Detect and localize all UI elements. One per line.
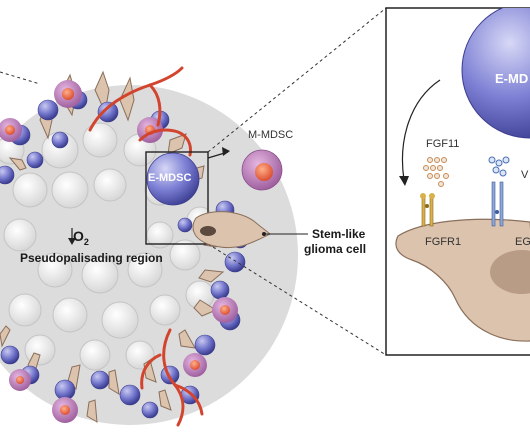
o2-down-arrowhead — [68, 238, 76, 245]
fgfr1-receptor — [420, 193, 435, 227]
stem-like-glioma-cell-zoomed — [395, 218, 530, 342]
stem-like-label-line1: Stem-like — [312, 227, 366, 241]
pseudopalisading-label: Pseudopalisading region — [20, 251, 163, 265]
zoom-region-box — [145, 151, 209, 245]
glioma-nucleus-zoomed — [490, 250, 530, 294]
secretion-arrowhead — [399, 176, 409, 186]
egfr-receptor — [491, 181, 504, 227]
glioma-nucleus-small — [200, 226, 216, 236]
v-label-partial: V — [521, 169, 529, 181]
e-mdsc-zoom-label: E-MD — [495, 71, 529, 86]
o2-label: O2 — [73, 228, 89, 247]
stem-like-label-line2: glioma cell — [304, 242, 367, 256]
tumor-mass — [0, 66, 298, 427]
emdsc-cell-zoomed — [461, 8, 530, 139]
glioma-pointer-dot — [262, 232, 266, 236]
stem-like-glioma-cell-small — [192, 211, 271, 249]
fgfr1-label: FGFR1 — [425, 236, 462, 248]
mmdsc-cell — [241, 149, 283, 191]
callout-dashed-lines — [0, 7, 387, 356]
m-mdsc-label: M-MDSC — [248, 129, 294, 141]
fgf11-ligands — [423, 157, 449, 187]
secretion-arrow — [401, 79, 441, 181]
fgf11-label: FGF11 — [426, 138, 460, 150]
blood-vessels — [88, 66, 204, 427]
e-mdsc-label: E-MDSC — [148, 172, 192, 184]
differentiation-arrowhead — [222, 147, 230, 156]
emdsc-cell — [146, 152, 200, 206]
egfr-ligands — [488, 156, 510, 177]
egfr-label-partial: EG — [515, 236, 530, 248]
